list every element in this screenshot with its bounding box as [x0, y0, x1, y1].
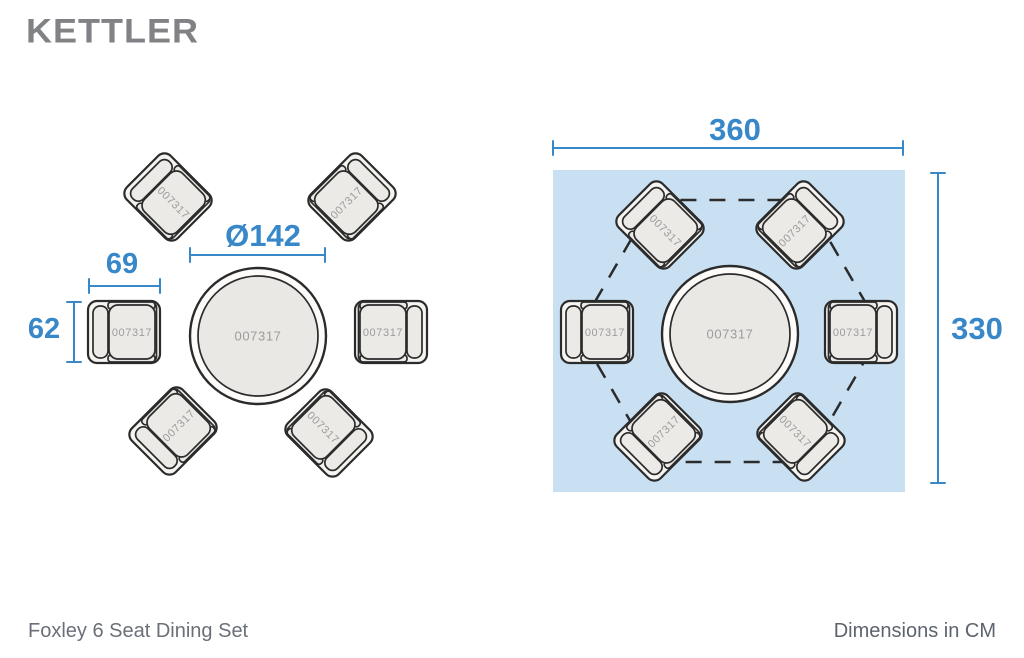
chair: 007317: [353, 299, 429, 365]
chair: 007317: [609, 388, 707, 486]
chair: 007317: [823, 299, 899, 365]
dimension-line: [930, 172, 946, 484]
chair: 007317: [752, 388, 850, 486]
chair: 007317: [124, 382, 222, 480]
units-note: Dimensions in CM: [833, 620, 996, 642]
dimension-footprint-depth: 330: [930, 172, 1003, 484]
chair: 007317: [751, 176, 849, 274]
dimension-line: [88, 278, 161, 294]
table-item-code: 007317: [707, 327, 754, 342]
footprint-diagram: 007317 007317 007317 007317 007317 00731…: [552, 112, 1003, 492]
table-item-code: 007317: [235, 329, 282, 344]
dimension-value: 360: [709, 112, 761, 147]
chair: 007317: [303, 148, 401, 246]
dimension-table-diameter: Ø142: [189, 218, 326, 263]
dimension-line: [552, 140, 904, 156]
item-dimensions-diagram: 007317 007317 007317 007317 007317 00731…: [28, 148, 429, 482]
dimension-chair-depth: 62: [28, 301, 82, 363]
dimension-chair-width: 69: [88, 248, 161, 294]
dimension-line: [66, 301, 82, 363]
dimension-line: [189, 247, 326, 263]
chair: 007317: [86, 299, 162, 365]
chair: 007317: [119, 148, 217, 246]
dimension-value: Ø142: [225, 218, 301, 253]
kettler-logo: KETTLER: [26, 11, 199, 50]
dimension-value: 62: [28, 313, 60, 345]
dimension-footprint-width: 360: [552, 112, 904, 156]
dining-table: 007317: [660, 264, 800, 404]
chair: 007317: [559, 299, 635, 365]
chair-item-code: 007317: [585, 327, 625, 339]
chair: 007317: [280, 384, 378, 482]
dimension-value: 69: [106, 248, 138, 280]
chair-item-code: 007317: [363, 327, 403, 339]
chair: 007317: [611, 176, 709, 274]
product-name: Foxley 6 Seat Dining Set: [28, 620, 249, 642]
dining-table: 007317: [188, 266, 328, 406]
chair-item-code: 007317: [112, 327, 152, 339]
chair-item-code: 007317: [833, 327, 873, 339]
dimension-value: 330: [951, 311, 1003, 346]
